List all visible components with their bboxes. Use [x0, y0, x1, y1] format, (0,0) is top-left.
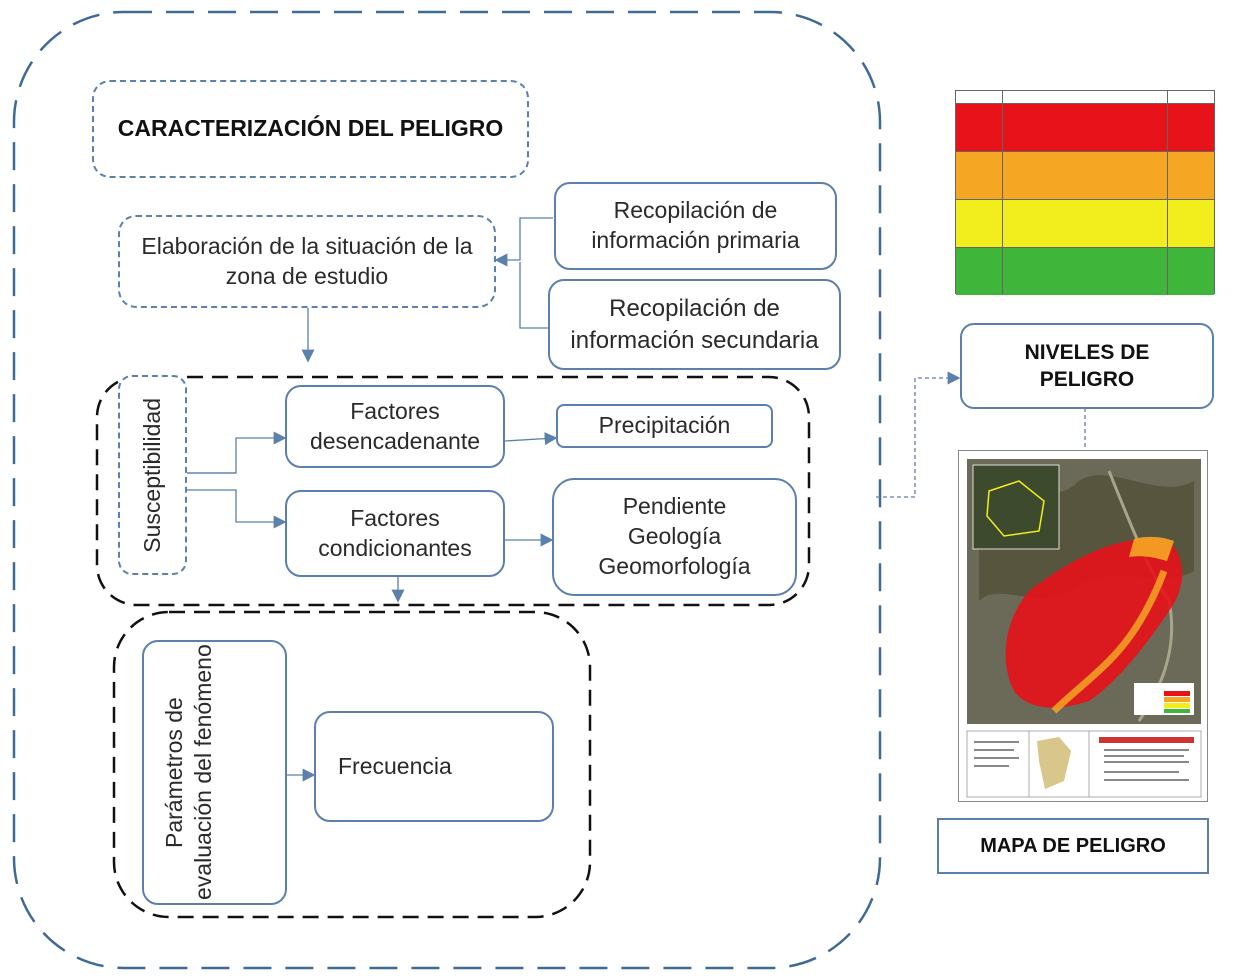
table-cell	[1003, 152, 1168, 199]
table-cell	[956, 200, 1003, 247]
parametros-box: Parámetros de evaluación del fenómeno	[142, 640, 287, 905]
mapa-label: MAPA DE PELIGRO	[980, 835, 1166, 857]
niveles-label: NIVELES DE PELIGRO	[1024, 340, 1150, 391]
frecuencia-box: Frecuencia	[314, 711, 554, 822]
factores-condicionantes-label: Factores condicionantes	[318, 504, 472, 561]
table-row-alto	[956, 152, 1214, 200]
susc-branch-2	[187, 489, 287, 529]
table-header	[956, 91, 1214, 104]
parametros-label: Parámetros de evaluación del fenómeno	[160, 644, 216, 901]
table-row-muy-alto	[956, 104, 1214, 152]
hazard-map-graphic	[966, 459, 1202, 798]
factores-desencadenante-label: Factores desencadenante	[309, 397, 481, 454]
hazard-map-image	[958, 450, 1208, 802]
table-cell	[956, 104, 1003, 151]
condicionante-item: Geomorfología	[598, 552, 751, 579]
table-header-cell	[1168, 91, 1214, 103]
secondary-connector	[519, 262, 548, 329]
situacion-box: Elaboración de la situación de la zona d…	[118, 215, 496, 308]
table-row-medio	[956, 200, 1214, 248]
table-cell	[1003, 200, 1168, 247]
situacion-label: Elaboración de la situación de la zona d…	[141, 232, 473, 289]
table-cell	[1168, 104, 1214, 151]
info-primaria-box: Recopilación de información primaria	[554, 182, 837, 270]
table-cell	[1168, 152, 1214, 199]
primary-connector	[494, 217, 553, 267]
table-cell	[1168, 200, 1214, 247]
table-cell	[956, 248, 1003, 295]
condicionante-item: Pendiente	[622, 493, 727, 520]
table-cell	[1003, 104, 1168, 151]
frecuencia-label: Frecuencia	[338, 752, 452, 779]
susceptibility-frame	[95, 375, 811, 607]
info-secundaria-box: Recopilación de información secundaria	[548, 279, 841, 370]
susc-branch-1	[187, 431, 287, 474]
table-header-cell	[956, 91, 1003, 103]
hazard-levels-table	[955, 90, 1215, 295]
info-secundaria-label: Recopilación de información secundaria	[570, 295, 819, 354]
niveles-connector	[876, 371, 961, 498]
mapa-box: MAPA DE PELIGRO	[937, 818, 1209, 874]
table-cell	[1168, 248, 1214, 295]
condicionante-item: Geología	[627, 523, 722, 550]
precipitacion-box: Precipitación	[556, 404, 773, 448]
niveles-box: NIVELES DE PELIGRO	[960, 323, 1214, 409]
table-cell	[956, 152, 1003, 199]
precip-arrow	[504, 432, 558, 446]
factores-desencadenante-box: Factores desencadenante	[285, 385, 505, 468]
table-header-cell	[1003, 91, 1168, 103]
info-primaria-label: Recopilación de información primaria	[591, 197, 800, 253]
susceptibilidad-box: Susceptibilidad	[118, 375, 187, 575]
table-row-bajo	[956, 248, 1214, 295]
outer-frame	[12, 10, 882, 970]
table-cell	[1003, 248, 1168, 295]
factores-condicionantes-box: Factores condicionantes	[285, 490, 505, 577]
page-title: CARACTERIZACIÓN DEL PELIGRO	[117, 115, 504, 142]
susceptibilidad-label: Susceptibilidad	[139, 397, 166, 553]
title-box: CARACTERIZACIÓN DEL PELIGRO	[92, 80, 529, 178]
parameters-frame	[112, 610, 592, 919]
precipitacion-label: Precipitación	[598, 412, 731, 439]
condicionantes-list-box: Pendiente Geología Geomorfología	[552, 478, 797, 596]
